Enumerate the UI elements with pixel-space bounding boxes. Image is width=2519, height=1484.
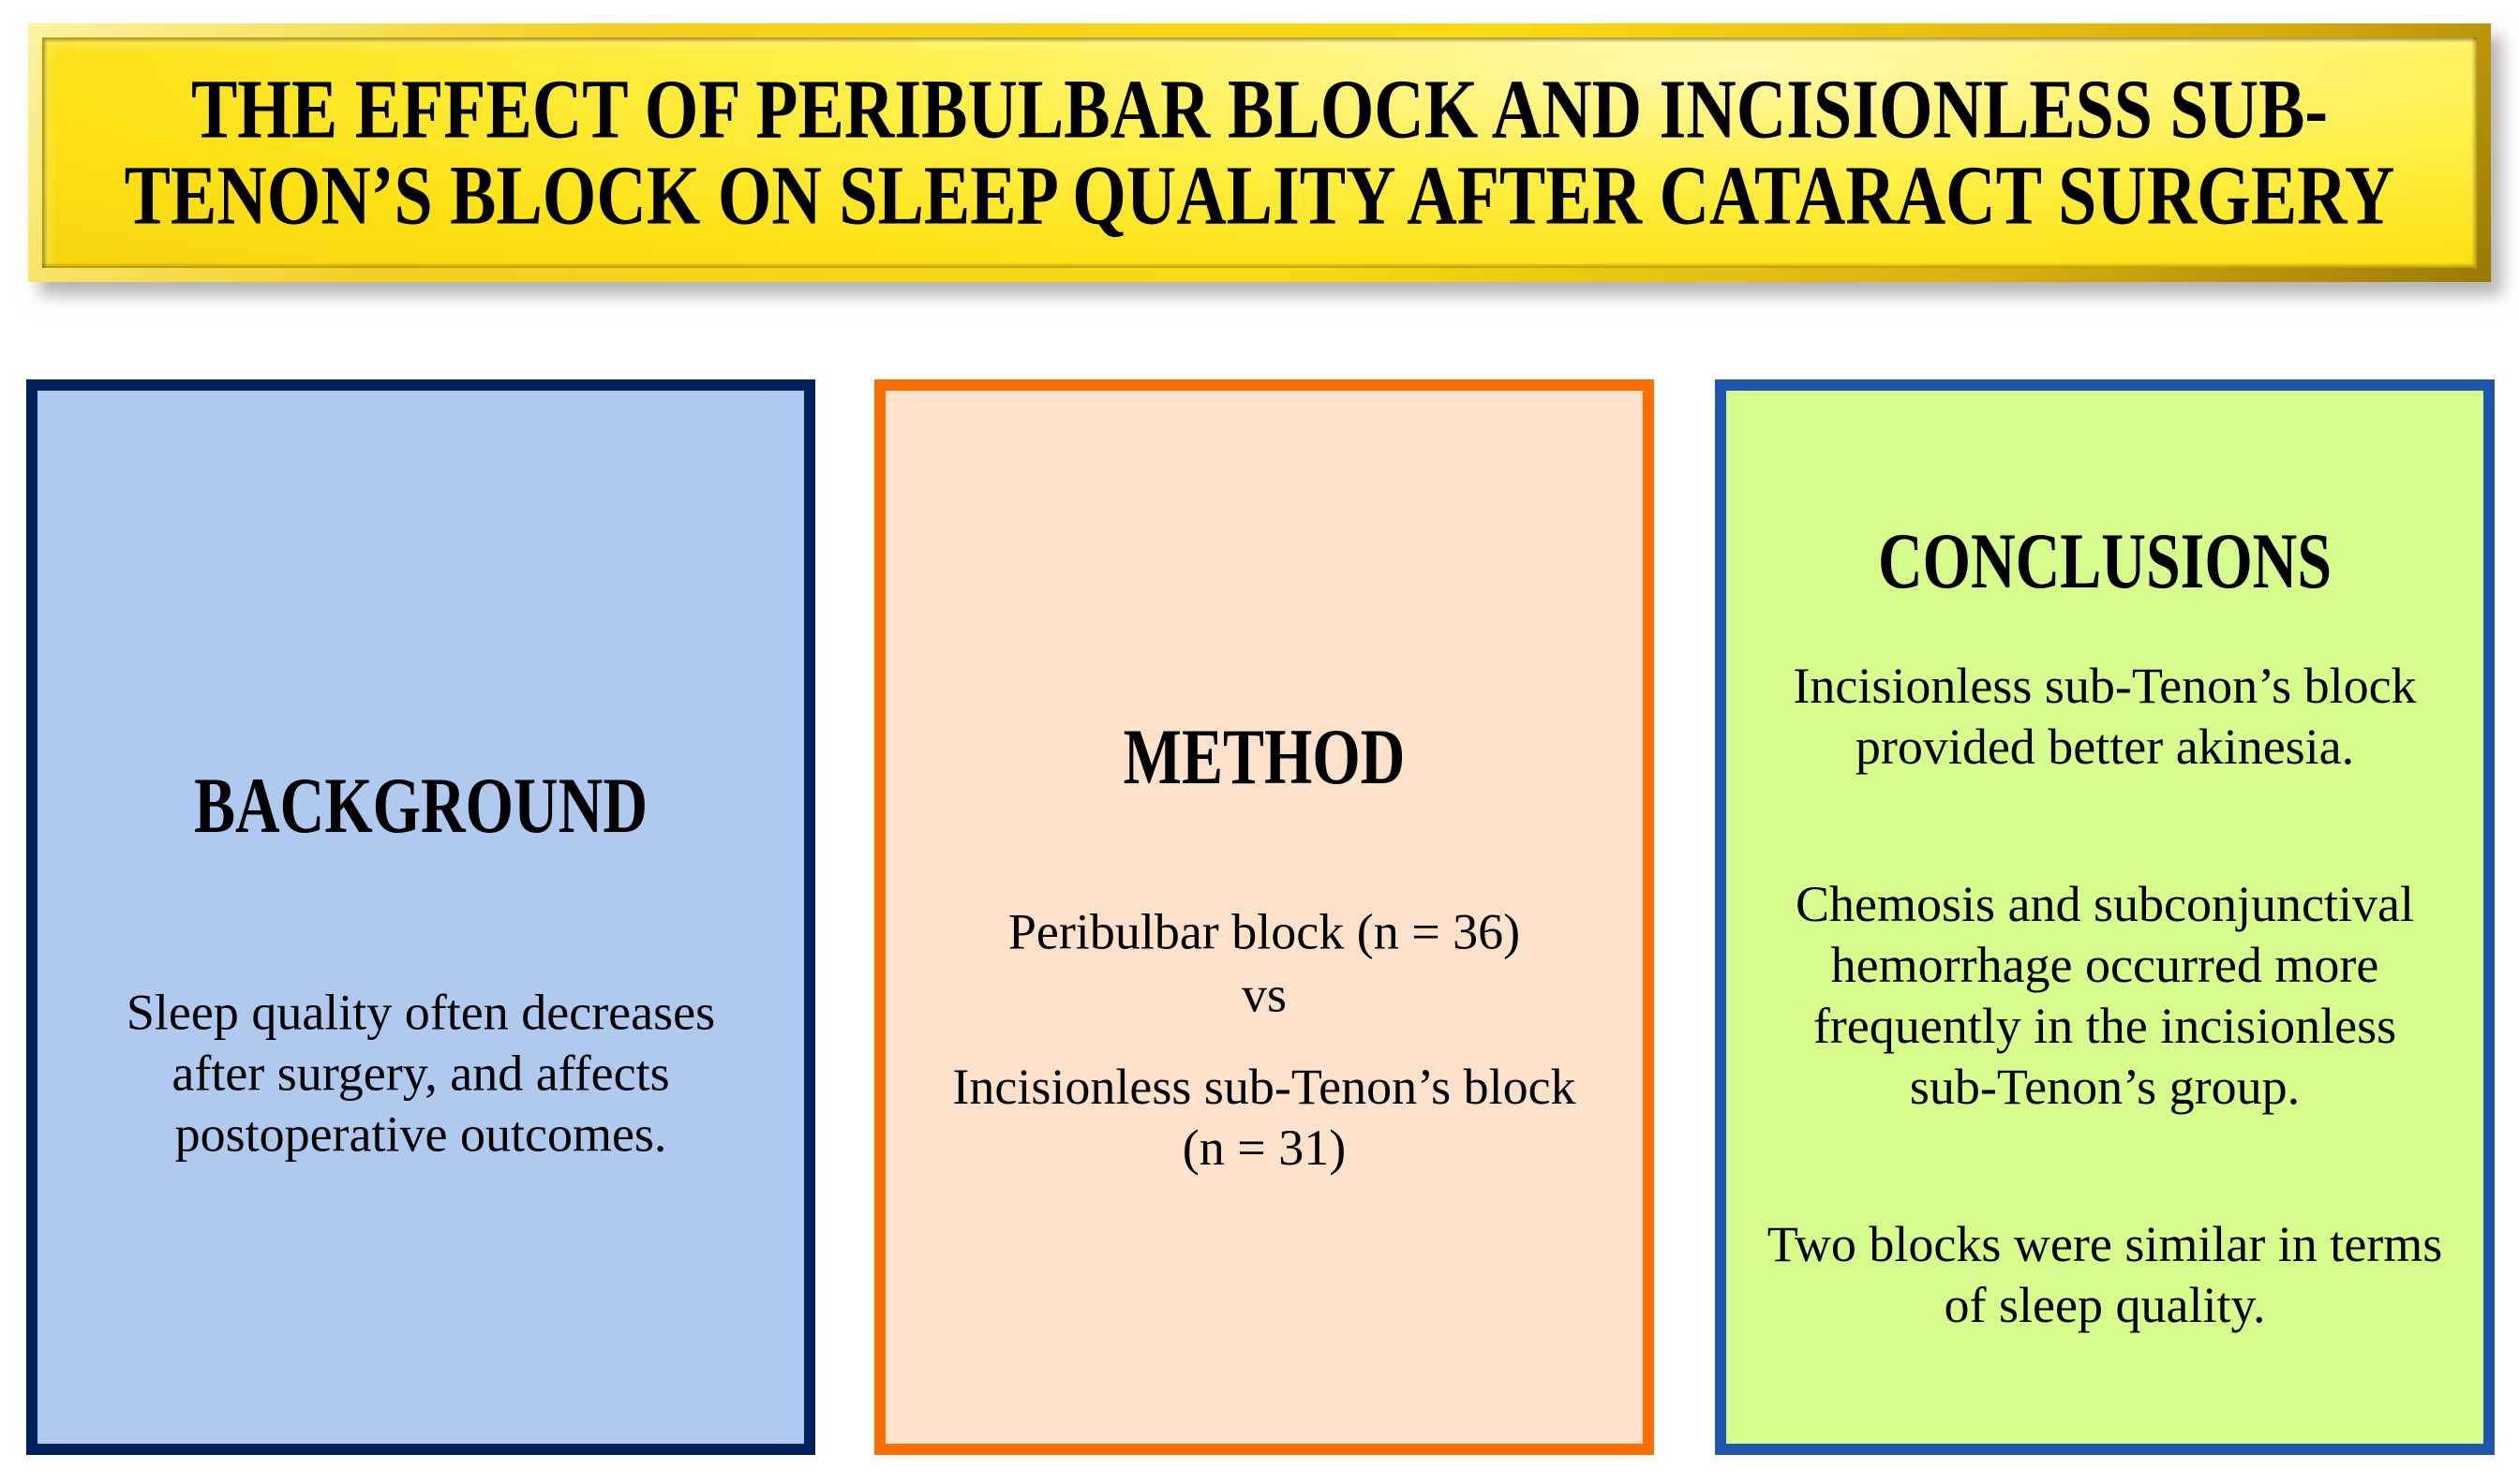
- method-group-peribulbar: Peribulbar block (n = 36): [886, 901, 1643, 962]
- method-group-peribulbar-label: Peribulbar block (n = 36): [1007, 903, 1521, 960]
- conclusions-paragraph-line: hemorrhage occurred more: [1830, 937, 2379, 994]
- conclusions-paragraph-sleep: Two blocks were similar in terms of slee…: [1726, 1214, 2483, 1336]
- method-vs-separator: vs: [1241, 966, 1287, 1023]
- conclusions-paragraph-line: frequently in the incisionless: [1812, 998, 2397, 1055]
- method-group-subtenon: Incisionless sub-Tenon’s block (n = 31): [886, 1057, 1643, 1179]
- conclusions-paragraph-chemosis: Chemosis and subconjunctival hemorrhage …: [1726, 874, 2483, 1118]
- background-heading: BACKGROUND: [193, 762, 648, 850]
- method-heading: METHOD: [1123, 713, 1406, 802]
- background-body-line: postoperative outcomes.: [174, 1106, 667, 1163]
- title-banner: THE EFFECT OF PERIBULBAR BLOCK AND INCIS…: [28, 23, 2491, 282]
- conclusions-paragraph-line: Incisionless sub-Tenon’s block: [1793, 658, 2417, 715]
- conclusions-paragraph-line: Two blocks were similar in terms: [1766, 1216, 2443, 1273]
- method-group-subtenon-line: Incisionless sub-Tenon’s block: [952, 1058, 1576, 1115]
- conclusions-paragraph-line: provided better akinesia.: [1855, 719, 2355, 776]
- conclusions-paragraph-akinesia: Incisionless sub-Tenon’s block provided …: [1726, 656, 2483, 778]
- conclusions-heading: CONCLUSIONS: [1877, 517, 2333, 605]
- title-banner-field: THE EFFECT OF PERIBULBAR BLOCK AND INCIS…: [42, 37, 2477, 268]
- conclusions-paragraph-line: of sleep quality.: [1944, 1277, 2266, 1334]
- method-panel: METHOD Peribulbar block (n = 36) vs Inci…: [874, 379, 1654, 1455]
- conclusions-paragraph-line: sub-Tenon’s group.: [1909, 1059, 2301, 1116]
- poster-title-line-2: TENON’S BLOCK ON SLEEP QUALITY AFTER CAT…: [124, 148, 2395, 244]
- conclusions-panel: CONCLUSIONS Incisionless sub-Tenon’s blo…: [1715, 379, 2495, 1455]
- conclusions-paragraph-line: Chemosis and subconjunctival: [1796, 876, 2414, 933]
- background-body: Sleep quality often decreases after surg…: [37, 983, 804, 1165]
- method-group-subtenon-line: (n = 31): [1182, 1119, 1347, 1176]
- background-body-line: after surgery, and affects: [171, 1045, 670, 1102]
- background-panel: BACKGROUND Sleep quality often decreases…: [26, 379, 815, 1455]
- background-body-line: Sleep quality often decreases: [126, 984, 716, 1041]
- poster-title-line-1: THE EFFECT OF PERIBULBAR BLOCK AND INCIS…: [190, 62, 2329, 157]
